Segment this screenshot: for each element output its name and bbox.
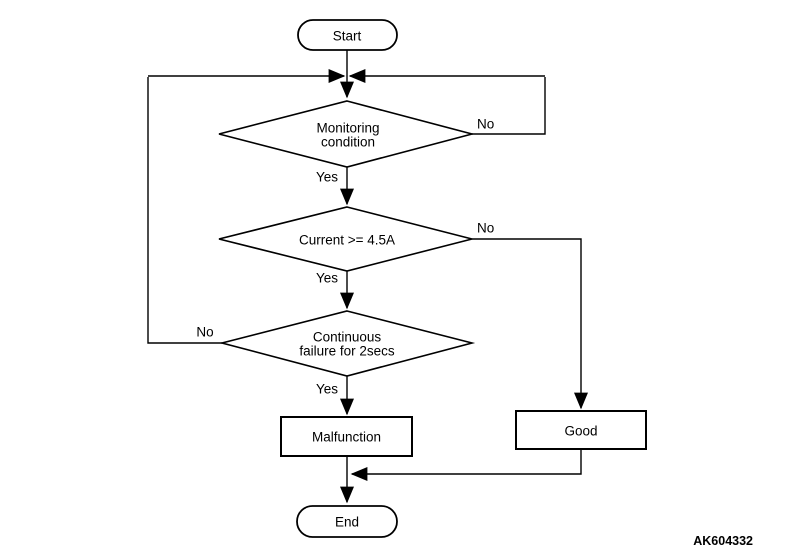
figure-code: AK604332 xyxy=(693,534,753,548)
start-node xyxy=(297,19,398,51)
monitoring-yes-label: Yes xyxy=(316,170,338,185)
good-node-label: Good xyxy=(564,424,597,439)
monitoring-no-label: No xyxy=(477,117,494,132)
end-node xyxy=(296,505,398,538)
edge-monitoring-no xyxy=(472,77,546,135)
continuous-failure-label-line1: Continuous xyxy=(313,330,382,345)
edge-current-no xyxy=(472,238,588,410)
start-node-label: Start xyxy=(333,29,362,44)
current-yes-label: Yes xyxy=(316,271,338,286)
malfunction-node-label: Malfunction xyxy=(312,430,381,445)
edge-continuous-no xyxy=(147,77,222,344)
continuous-failure-label-line2: failure for 2secs xyxy=(299,344,395,359)
monitoring-condition-decision xyxy=(218,100,476,168)
continuous-yes-label: Yes xyxy=(316,382,338,397)
continuous-no-label: No xyxy=(196,325,213,340)
current-threshold-label: Current >= 4.5A xyxy=(299,233,395,248)
edge-good-to-end xyxy=(350,449,582,481)
monitoring-condition-label-line2: condition xyxy=(321,135,375,150)
end-node-label: End xyxy=(335,515,359,530)
good-node xyxy=(515,410,647,450)
malfunction-node xyxy=(280,416,413,457)
monitoring-condition-label-line1: Monitoring xyxy=(316,121,379,136)
current-threshold-decision xyxy=(218,206,473,272)
current-no-label: No xyxy=(477,221,494,236)
continuous-failure-decision xyxy=(218,310,476,377)
